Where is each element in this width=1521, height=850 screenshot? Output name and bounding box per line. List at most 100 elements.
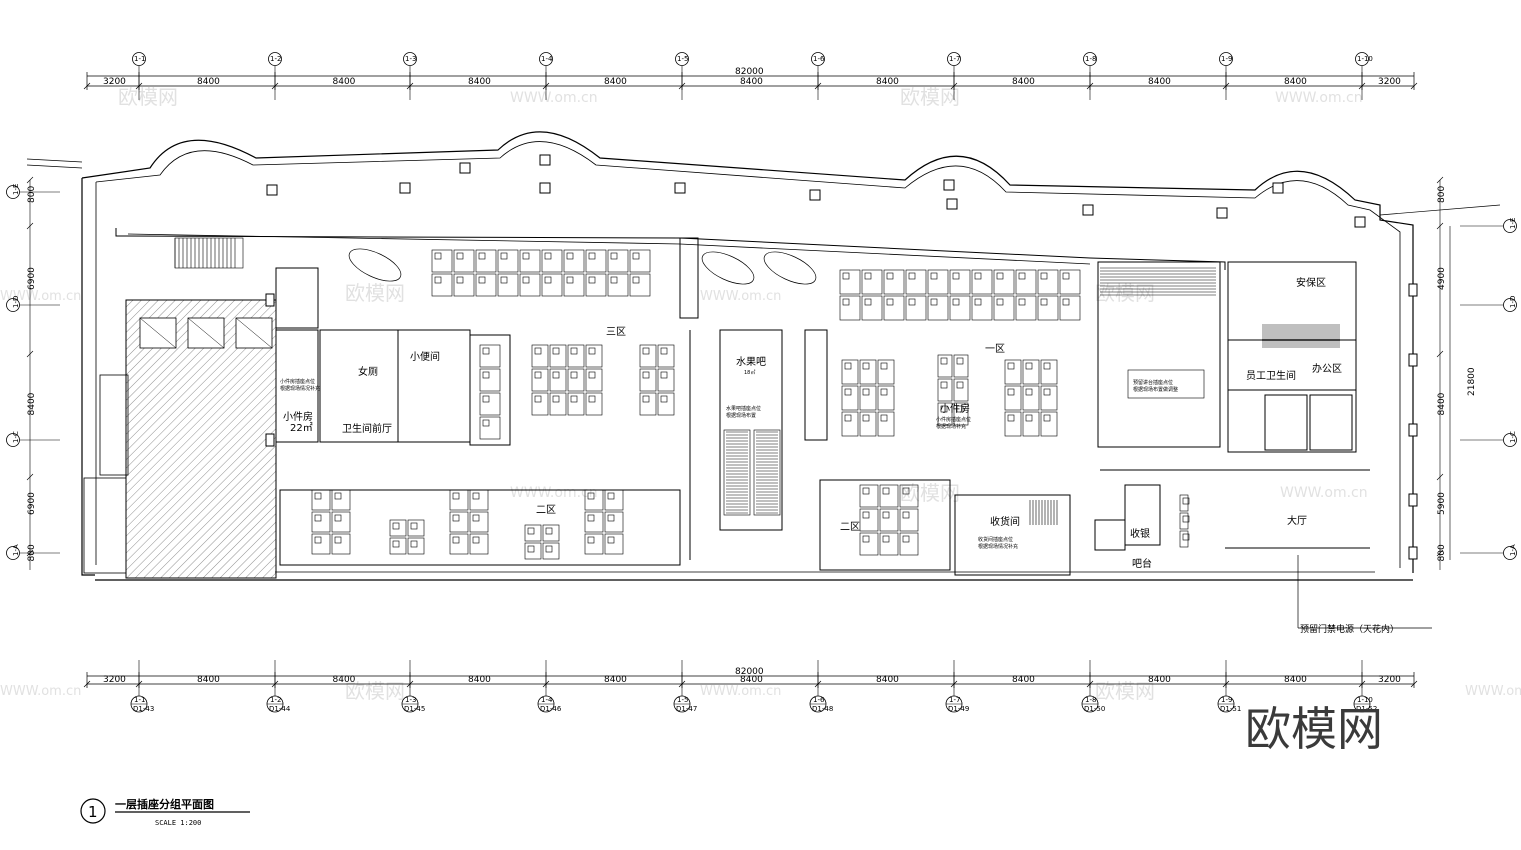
watermark-brand: 欧模网 — [900, 85, 960, 109]
chair — [880, 388, 888, 396]
row-axis-label: 1-E — [1509, 218, 1517, 229]
desk — [479, 416, 501, 440]
chair — [842, 298, 850, 306]
label-zone2b: 二区 — [840, 521, 860, 533]
chair — [500, 252, 508, 260]
chair — [882, 535, 890, 543]
chair — [908, 272, 916, 280]
vertical-dimension-label: 800 — [1437, 186, 1447, 203]
dimension-slash — [26, 350, 34, 358]
label-parcel-room: 小件房 — [283, 410, 313, 423]
desk — [479, 392, 501, 416]
chair — [864, 272, 872, 280]
dimension-segment-label: 8400 — [468, 77, 491, 87]
chair — [544, 252, 552, 260]
chair — [534, 347, 542, 355]
desk — [469, 511, 489, 533]
row-axis-bubble — [1503, 433, 1517, 447]
chair — [1043, 414, 1051, 422]
vertical-dimension-label: 6900 — [27, 492, 37, 515]
chair — [410, 540, 418, 548]
chair — [940, 405, 948, 413]
desk — [839, 269, 861, 295]
workstation-clusters — [311, 249, 1190, 560]
escalator-left — [723, 429, 751, 516]
dimension-segment-label: 8400 — [604, 77, 627, 87]
dimension-segment-label: 3200 — [103, 77, 126, 87]
chair — [862, 388, 870, 396]
chair — [1182, 497, 1190, 505]
desk — [937, 354, 953, 378]
desk — [971, 295, 993, 321]
dimension-segment-label: 8400 — [468, 675, 491, 685]
chair — [434, 252, 442, 260]
label-front-desk: 吧台 — [1132, 557, 1152, 570]
axis-bubble — [132, 52, 146, 66]
row-axis-label: 1-C — [1509, 431, 1517, 443]
hatched-void — [83, 299, 277, 579]
axis-sheet-ref: D1-44 — [269, 705, 291, 713]
facade-column — [1082, 204, 1094, 216]
meeting-tables — [348, 248, 817, 285]
row-axis-bubble — [1503, 298, 1517, 312]
desk — [541, 273, 563, 297]
desk — [953, 354, 969, 378]
dimension-slash — [1410, 680, 1418, 688]
watermark-brand: 欧模网 — [345, 281, 405, 305]
chair — [880, 414, 888, 422]
dimension-segment-label: 8400 — [333, 675, 356, 685]
chair — [588, 371, 596, 379]
desk — [953, 402, 969, 426]
axis-label: 1-1 — [134, 696, 145, 704]
chair — [974, 272, 982, 280]
chair — [1007, 414, 1015, 422]
desk — [629, 249, 651, 273]
desk — [1037, 269, 1059, 295]
chair — [864, 298, 872, 306]
watermark-url: WWW.om.cn — [1280, 485, 1368, 501]
note-parcel: 小件房插座点位根据现场情况补充 — [280, 378, 320, 392]
dimension-segment-label: 3200 — [103, 675, 126, 685]
desk — [549, 344, 567, 368]
desk — [584, 489, 604, 511]
desk — [905, 295, 927, 321]
dimension-segment-label: 8400 — [1284, 675, 1307, 685]
chair — [482, 419, 490, 427]
chair — [482, 347, 490, 355]
desk — [861, 269, 883, 295]
row-axis-bubble — [6, 546, 20, 560]
axis-bubble — [947, 52, 961, 66]
desk — [639, 344, 657, 368]
dimension-segment-label: 8400 — [197, 77, 220, 87]
desk — [639, 392, 657, 416]
facade-column — [1408, 423, 1418, 437]
dimension-total-label: 82000 — [735, 67, 764, 77]
desk — [841, 411, 859, 437]
title-block: 1 一层插座分组平面图 SCALE 1:200 — [80, 797, 250, 827]
desk — [389, 519, 407, 537]
annotations: 收货间插座点位根据现场情况补充 预留讲台插座点位根据现场布置做调整 小件房插座点… — [280, 369, 1432, 635]
chair — [588, 347, 596, 355]
chair — [607, 492, 615, 500]
chair — [472, 536, 480, 544]
facade-column — [809, 189, 821, 201]
desk — [905, 269, 927, 295]
chair — [1007, 388, 1015, 396]
chair — [452, 492, 460, 500]
label-zone3: 三区 — [606, 326, 626, 338]
desk — [453, 273, 475, 297]
desk — [585, 344, 603, 368]
axis-bubble — [1355, 52, 1369, 66]
axis-label: 1-6 — [813, 55, 825, 63]
dimension-slash — [1436, 473, 1444, 481]
desk — [877, 359, 895, 385]
desk — [657, 344, 675, 368]
axis-sheet-ref: D1-52 — [1356, 705, 1377, 713]
desk — [311, 533, 331, 555]
axis-sheet-ref: D1-48 — [812, 705, 833, 713]
desk — [311, 511, 331, 533]
chair — [587, 514, 595, 522]
chair — [974, 298, 982, 306]
